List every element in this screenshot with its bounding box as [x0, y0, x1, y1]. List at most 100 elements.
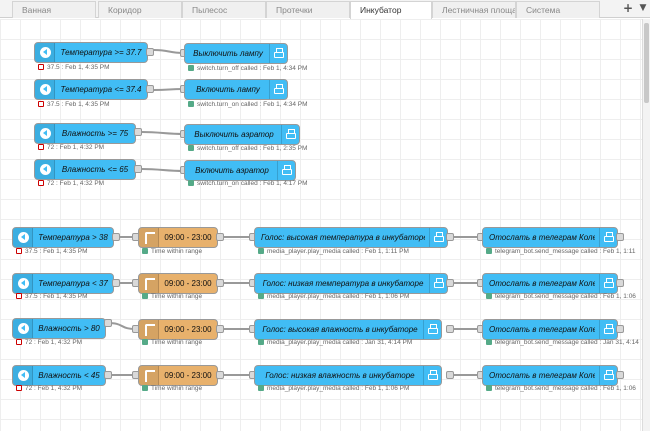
- plus-icon: +: [622, 1, 634, 15]
- time-range-node[interactable]: 09:00 - 23:00: [138, 319, 218, 340]
- node-label: Включить аэратор: [195, 166, 269, 175]
- output-port[interactable]: [146, 85, 154, 93]
- trigger-node-temp-ge-37-7[interactable]: Температура >= 37.7: [34, 42, 148, 63]
- status-text: Time within range: [151, 339, 203, 346]
- trigger-node-humidity-lt-45[interactable]: Влажность < 45: [12, 365, 106, 386]
- api-icon: [423, 320, 441, 339]
- tab-vannaya[interactable]: Ванная: [12, 1, 96, 18]
- api-icon: [429, 228, 447, 247]
- output-port[interactable]: [446, 233, 454, 241]
- status-text: 72 : Feb 1, 4:32 PM: [47, 180, 105, 187]
- output-port[interactable]: [146, 48, 154, 56]
- trigger-node-temp-le-37-4[interactable]: Температура <= 37.4: [34, 79, 148, 100]
- tab-protechki[interactable]: Протечки: [266, 1, 350, 18]
- action-node-aerator-on[interactable]: Включить аэратор: [184, 160, 296, 181]
- output-port[interactable]: [216, 371, 224, 379]
- time-range-node[interactable]: 09:00 - 23:00: [138, 227, 218, 248]
- output-port[interactable]: [216, 233, 224, 241]
- node-label: Отослать в телеграм Коле: [489, 325, 595, 334]
- output-port[interactable]: [616, 325, 624, 333]
- node-label: Отослать в телеграм Коле: [489, 233, 595, 242]
- tab-sistema[interactable]: Система: [516, 1, 600, 18]
- tab-label: Пылесос: [192, 5, 228, 15]
- status-text: telegram_bot.send_message called : Feb 1…: [495, 385, 636, 392]
- output-port[interactable]: [112, 279, 120, 287]
- api-icon: [429, 274, 447, 293]
- tab-label: Протечки: [276, 5, 313, 15]
- output-port[interactable]: [112, 233, 120, 241]
- status-text: media_player.play_media called : Feb 1, …: [267, 293, 410, 300]
- time-range-node[interactable]: 09:00 - 23:00: [138, 365, 218, 386]
- voice-node-low-humidity[interactable]: Голос: низкая влажность в инкубаторе: [254, 365, 442, 386]
- wire: [141, 131, 185, 135]
- node-status: switch.turn_off called : Feb 1, 2:35 PM: [188, 145, 307, 154]
- switch-branch-icon: [139, 320, 159, 339]
- voice-node-high-temp[interactable]: Голос: высокая температура в инкубаторе: [254, 227, 448, 248]
- output-port[interactable]: [616, 371, 624, 379]
- tab-label: Система: [526, 5, 561, 15]
- output-port[interactable]: [134, 165, 142, 173]
- tab-pylesos[interactable]: Пылесос: [182, 1, 266, 18]
- status-indicator-icon: [16, 339, 22, 345]
- trigger-node-humidity-le-65[interactable]: Влажность <= 65: [34, 159, 136, 180]
- node-label: Включить лампу: [196, 85, 260, 94]
- action-node-lamp-on[interactable]: Включить лампу: [184, 79, 288, 100]
- status-text: telegram_bot.send_message called : Feb 1…: [495, 248, 636, 255]
- tab-lestnichnaya[interactable]: Лестничная площа: [432, 1, 516, 18]
- tab-koridor[interactable]: Коридор: [98, 1, 182, 18]
- status-indicator-icon: [258, 339, 264, 345]
- trigger-node-humidity-ge-75[interactable]: Влажность >= 75: [34, 123, 136, 144]
- node-status: Time within range: [142, 385, 202, 394]
- node-status: Time within range: [142, 339, 202, 348]
- node-status: switch.turn_off called : Feb 1, 4:34 PM: [188, 65, 307, 74]
- telegram-node[interactable]: Отослать в телеграм Коле: [482, 273, 618, 294]
- vertical-scrollbar[interactable]: [642, 19, 650, 431]
- status-text: switch.turn_on called : Feb 1, 4:34 PM: [197, 101, 308, 108]
- trigger-node-temp-lt-37[interactable]: Температура < 37: [12, 273, 114, 294]
- action-node-aerator-off[interactable]: Выключить аэратор: [184, 124, 300, 145]
- output-port[interactable]: [446, 279, 454, 287]
- add-tab-button[interactable]: +: [618, 0, 638, 18]
- node-label: Влажность > 80: [38, 324, 100, 333]
- node-label: Температура < 37: [38, 279, 108, 288]
- switch-branch-icon: [139, 228, 159, 247]
- telegram-node[interactable]: Отослать в телеграм Коле: [482, 227, 618, 248]
- status-indicator-icon: [486, 385, 492, 391]
- chevron-down-icon: ▼: [639, 3, 647, 13]
- status-text: telegram_bot.send_message called : Feb 1…: [495, 293, 636, 300]
- scrollbar-thumb[interactable]: [644, 23, 649, 103]
- output-port[interactable]: [216, 279, 224, 287]
- output-port[interactable]: [446, 371, 454, 379]
- voice-node-high-humidity[interactable]: Голос: высокая влажность в инкубаторе: [254, 319, 442, 340]
- status-text: switch.turn_off called : Feb 1, 2:35 PM: [197, 145, 308, 152]
- action-node-lamp-off[interactable]: Выключить лампу: [184, 43, 288, 64]
- node-label: Голос: высокая температура в инкубаторе: [261, 233, 425, 242]
- node-label: 09:00 - 23:00: [164, 233, 212, 242]
- status-indicator-icon: [16, 385, 22, 391]
- output-port[interactable]: [616, 233, 624, 241]
- telegram-node[interactable]: Отослать в телеграм Коле: [482, 365, 618, 386]
- tab-label: Коридор: [108, 5, 142, 15]
- output-port[interactable]: [446, 325, 454, 333]
- output-port[interactable]: [134, 128, 142, 136]
- telegram-node[interactable]: Отослать в телеграм Коле: [482, 319, 618, 340]
- output-port[interactable]: [616, 279, 624, 287]
- voice-node-low-temp[interactable]: Голос: низкая температура в инкубаторе: [254, 273, 448, 294]
- node-status: 37.5 : Feb 1, 4:35 PM: [38, 64, 110, 73]
- status-text: 72 : Feb 1, 4:32 PM: [47, 144, 105, 151]
- output-port[interactable]: [104, 371, 112, 379]
- trigger-node-temp-gt-38[interactable]: Температура > 38: [12, 227, 114, 248]
- tab-menu-button[interactable]: ▼: [636, 0, 650, 18]
- output-port[interactable]: [216, 325, 224, 333]
- node-status: 37.5 : Feb 1, 4:35 PM: [16, 293, 88, 302]
- tab-inkubator[interactable]: Инкубатор: [350, 1, 432, 19]
- flow-canvas[interactable]: Температура >= 37.7 37.5 : Feb 1, 4:35 P…: [0, 19, 642, 431]
- output-port[interactable]: [104, 319, 112, 327]
- status-indicator-icon: [16, 248, 22, 254]
- node-label: Выключить лампу: [193, 49, 263, 58]
- node-label: Температура > 38: [38, 233, 108, 242]
- trigger-node-humidity-gt-80[interactable]: Влажность > 80: [12, 318, 106, 339]
- time-range-node[interactable]: 09:00 - 23:00: [138, 273, 218, 294]
- status-text: telegram_bot.send_message called : Jan 3…: [495, 339, 639, 346]
- status-indicator-icon: [188, 145, 194, 151]
